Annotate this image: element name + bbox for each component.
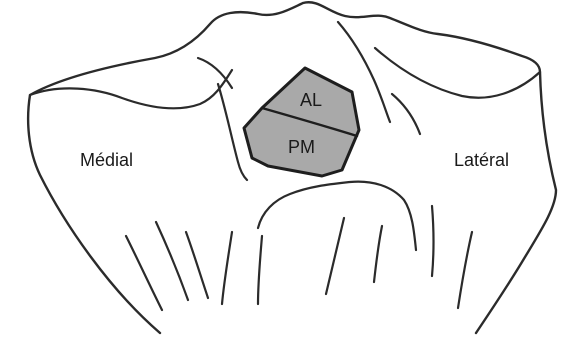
striation-4: [220, 230, 234, 306]
medial-fold-line: [196, 56, 234, 90]
al-label: AL: [300, 90, 322, 110]
medial-rim-line: [28, 68, 234, 110]
medial-label: Médial: [80, 150, 133, 170]
lateral-fold-line: [390, 92, 422, 136]
striation-6: [324, 216, 346, 296]
striation-2: [154, 220, 190, 302]
shaft-contour: [256, 180, 418, 252]
striation-5: [256, 234, 264, 306]
footprint-region: [242, 66, 361, 178]
lateral-label: Latéral: [454, 150, 509, 170]
striation-7: [372, 224, 384, 284]
striation-8: [430, 204, 435, 278]
lateral-rim-line: [336, 20, 392, 124]
bundle-divider: [260, 106, 359, 138]
striation-1: [124, 234, 164, 312]
striation-3: [184, 230, 210, 300]
lateral-rim-curve: [373, 46, 542, 99]
striation-9: [456, 230, 474, 310]
pm-label: PM: [288, 137, 315, 157]
medial-ridge-line: [216, 82, 249, 182]
bone-outline: [26, 1, 558, 335]
